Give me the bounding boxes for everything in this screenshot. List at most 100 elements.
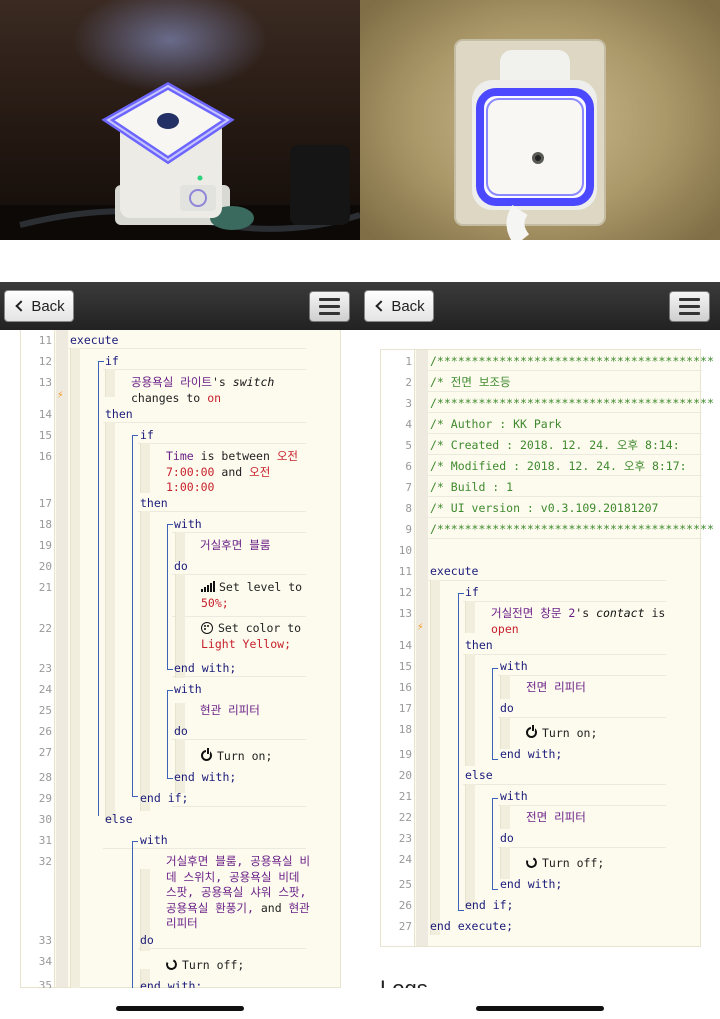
line-number: 2 [405, 376, 412, 389]
back-label: Back [391, 297, 425, 315]
code-view[interactable]: 1 2 3 4 5 6 7 8 9 10 11 12 13 14 15 16 1… [380, 349, 714, 947]
power-off-icon [164, 957, 179, 972]
power-off-icon [524, 855, 539, 870]
menu-button[interactable] [309, 291, 350, 322]
line-number: 1 [405, 355, 412, 368]
code-line-if: if [105, 354, 119, 368]
code-line-device: 현관 리피터 [200, 703, 260, 717]
code-line-with: with [500, 789, 528, 803]
code-line-device: 전면 리피터 [526, 680, 586, 694]
code-body: /***************************************… [428, 350, 714, 946]
line-number: 23 [38, 662, 52, 675]
code-line-end-with: end with; [500, 877, 563, 891]
line-number: 16 [38, 450, 52, 463]
trigger-bolt-icon: ⚡ [57, 388, 64, 401]
chevron-left-icon [15, 300, 27, 312]
marker-column: ⚡ [56, 330, 68, 987]
line-number: 25 [398, 878, 412, 891]
line-number: 17 [38, 497, 52, 510]
home-indicator[interactable] [476, 1006, 604, 1011]
code-body: execute if 공용욕실 라이트's switch changes to … [68, 330, 340, 988]
line-number: 5 [405, 439, 412, 452]
menu-button[interactable] [669, 291, 710, 322]
code-line-turn-on: Turn on; [526, 725, 597, 742]
line-number: 22 [398, 811, 412, 824]
power-icon [201, 748, 212, 761]
night-light-photo-right [454, 39, 606, 240]
code-line-do: do [500, 831, 514, 845]
line-number: 26 [38, 725, 52, 738]
code-view[interactable]: 11 12 13 14 15 16 17 18 19 20 21 22 23 2… [20, 330, 341, 988]
code-line-device: 거실후면 블룸 [200, 538, 271, 552]
line-number: 29 [38, 792, 52, 805]
power-icon [526, 725, 537, 738]
line-number: 22 [38, 622, 52, 635]
code-line-execute: execute [430, 564, 479, 578]
line-number: 19 [38, 539, 52, 552]
line-number: 9 [405, 523, 412, 536]
code-line-with: with [174, 517, 202, 531]
logs-heading: Logs [380, 976, 428, 988]
line-number-gutter: 11 12 13 14 15 16 17 18 19 20 21 22 23 2… [21, 330, 55, 988]
back-label: Back [31, 297, 65, 315]
line-number: 21 [398, 790, 412, 803]
code-line-set-color: Set color to Light Yellow; [201, 621, 302, 651]
code-line-with: with [500, 659, 528, 673]
code-line-end-with: end with; [174, 770, 237, 784]
photo-night-light-left [0, 0, 360, 240]
line-number: 18 [398, 723, 412, 736]
line-number: 21 [38, 581, 52, 594]
code-line-comment: /***************************************… [430, 396, 714, 410]
line-number: 14 [38, 408, 52, 421]
home-indicator[interactable] [116, 1006, 244, 1011]
code-line-then: then [140, 496, 168, 510]
toolbar: Back [0, 282, 360, 330]
line-number: 35 [38, 979, 52, 988]
code-line-device-list: 거실후면 블룸, 공용욕실 비 데 스위치, 공용욕실 비데 스팟, 공용욕실 … [166, 854, 311, 930]
line-number: 23 [398, 832, 412, 845]
code-line-with: with [174, 682, 202, 696]
code-line-end-with: end with; [500, 747, 563, 761]
code-line-if: if [140, 428, 154, 442]
code-line-do: do [500, 701, 514, 715]
code-line-device: 전면 리피터 [526, 810, 586, 824]
code-line-comment: /* Build : 1 [430, 480, 514, 494]
line-number: 11 [398, 565, 412, 578]
trigger-bolt-icon: ⚡ [417, 620, 424, 633]
line-number: 17 [398, 702, 412, 715]
code-line-end-execute: end execute; [430, 919, 514, 933]
code-line-do: do [140, 933, 154, 947]
line-number: 26 [398, 899, 412, 912]
code-line-else: else [465, 768, 493, 782]
code-line-trigger: 공용욕실 라이트's switch changes to on [131, 375, 275, 405]
line-number: 25 [38, 704, 52, 717]
back-button[interactable]: Back [364, 290, 434, 322]
line-number-gutter: 1 2 3 4 5 6 7 8 9 10 11 12 13 14 15 16 1… [381, 350, 415, 946]
code-line-comment: /* UI version : v0.3.109.20181207 [430, 501, 659, 515]
line-number: 31 [38, 834, 52, 847]
line-number: 24 [38, 683, 52, 696]
code-line-else: else [105, 812, 133, 826]
line-number: 15 [398, 660, 412, 673]
code-line-then: then [465, 638, 493, 652]
code-line-comment: /* 전면 보조등 [430, 375, 511, 389]
marker-column: ⚡ [416, 350, 428, 946]
line-number: 34 [38, 955, 52, 968]
photo-night-light-right [360, 0, 720, 240]
code-line-end-with: end with; [140, 979, 203, 988]
code-line-do: do [174, 559, 188, 573]
line-number: 16 [398, 681, 412, 694]
line-number: 33 [38, 934, 52, 947]
code-line-with: with [140, 833, 168, 847]
hamburger-icon [679, 298, 700, 301]
code-line-set-level: Set level to 50%; [201, 580, 303, 610]
back-button[interactable]: Back [4, 290, 74, 322]
code-line-comment: /* Modified : 2018. 12. 24. 오후 8:17: [430, 459, 687, 473]
line-number: 12 [38, 355, 52, 368]
line-number: 13 [38, 376, 52, 389]
line-number: 27 [38, 746, 52, 759]
right-app-panel: Back 1 2 3 4 5 6 7 8 9 10 11 12 13 14 15… [360, 282, 720, 988]
code-line-comment: /***************************************… [430, 354, 714, 368]
code-line-condition: Time is between 오전 7:00:00 and 오전 1:00:0… [166, 449, 298, 494]
hamburger-icon [319, 298, 340, 301]
